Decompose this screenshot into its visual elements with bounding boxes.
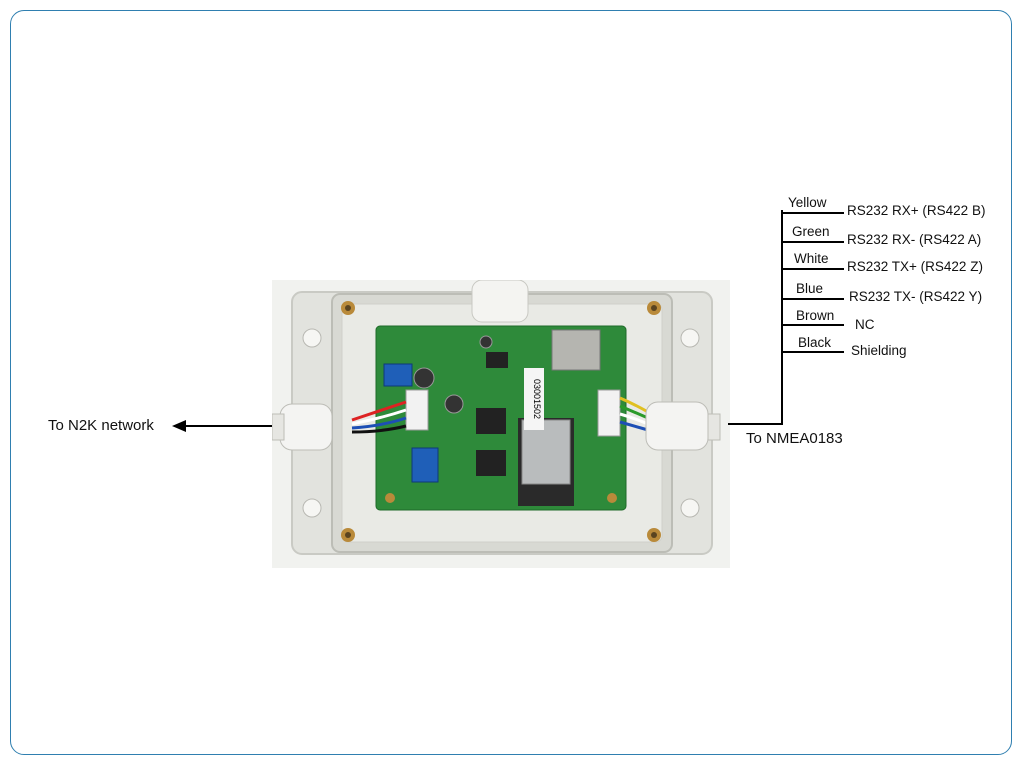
wire-signal-label: RS232 RX- (RS422 A)	[847, 232, 982, 247]
nmea-cable-line	[728, 423, 783, 425]
arrow-left-icon	[172, 420, 272, 432]
wire-branch-line	[782, 298, 844, 300]
wire-signal-label: RS232 RX+ (RS422 B)	[847, 203, 986, 218]
wire-color-label: White	[794, 251, 829, 266]
device-photo: 03001502	[272, 280, 730, 568]
wire-color-label: Yellow	[788, 195, 827, 210]
screw-icon	[341, 301, 661, 542]
wire-signal-label: RS232 TX- (RS422 Y)	[849, 289, 983, 304]
wire-color-label: Brown	[796, 308, 835, 323]
wire-signal-label: Shielding	[851, 343, 907, 358]
wire-branch-line	[782, 351, 844, 353]
wire-bus-line	[781, 210, 783, 425]
wire-signal-label: NC	[855, 317, 875, 332]
wire-signal-label: RS232 TX+ (RS422 Z)	[847, 259, 983, 274]
wire-branch-line	[782, 324, 844, 326]
wire-branch-line	[782, 268, 844, 270]
nmea0183-label: To NMEA0183	[746, 430, 843, 447]
board-marking: 03001502	[532, 379, 542, 419]
wire-branch-line	[782, 241, 844, 243]
wire-color-label: Black	[798, 335, 832, 350]
wire-branch-line	[782, 212, 844, 214]
wire-color-label: Green	[792, 224, 830, 239]
n2k-network-label: To N2K network	[48, 417, 154, 434]
wire-color-label: Blue	[796, 281, 824, 296]
enclosure-drawing: 03001502	[272, 280, 721, 555]
